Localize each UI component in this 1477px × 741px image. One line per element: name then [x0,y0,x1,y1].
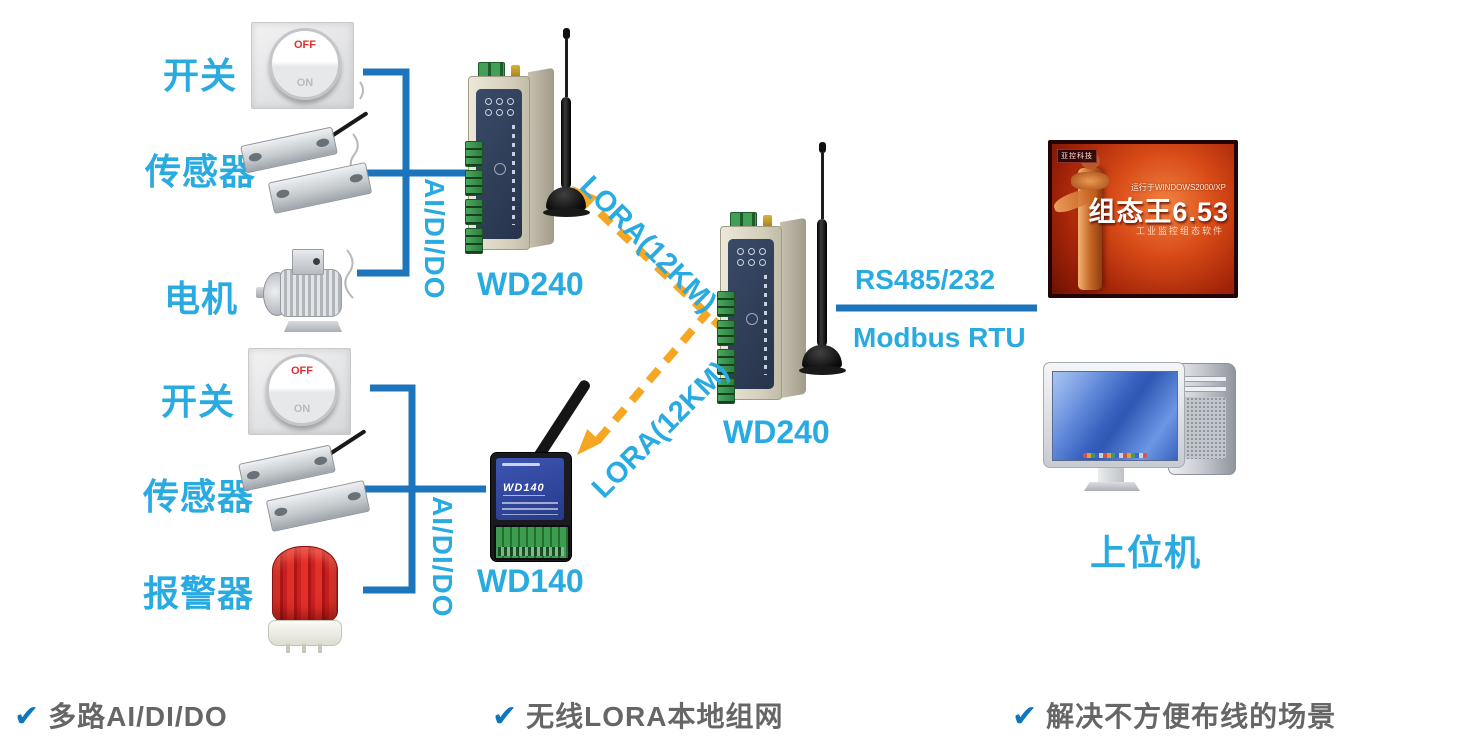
device-front-panel: WD140 [496,458,564,520]
feature-item-lora: ✔ 无线LORA本地组网 [492,700,784,733]
antenna-icon-top [542,28,590,217]
sensor-block [267,161,373,215]
label-switch-bottom: 开关 [161,381,236,422]
brand-logo-icon [494,163,506,175]
protocol-label: Modbus RTU [853,322,1026,353]
led-indicators [735,246,771,268]
motor-photo [256,246,352,332]
io-label-bottom: AI/DI/DO [427,496,458,618]
check-icon: ✔ [1012,700,1038,733]
led-indicators [483,96,519,118]
label-motor: 电机 [164,278,239,319]
switch-on-text: ON [293,403,311,415]
squiggle-motor [344,249,354,299]
feature-item-multichannel: ✔ 多路AI/DI/DO [14,700,228,733]
sma-connector [511,65,520,79]
sensor-block [265,479,371,533]
sensor-photo-top [240,111,373,216]
wd140-device: WD140 [490,378,592,564]
check-icon: ✔ [492,700,518,733]
host-computer-image [1040,358,1240,498]
dock-bar [1083,453,1147,458]
lora-arrow-bottom [577,309,712,455]
terminal-blocks [494,525,570,560]
io-bracket-top [357,68,473,277]
wd140-panel-model: WD140 [503,482,545,496]
feature-item-wiring: ✔ 解决不方便布线的场景 [1012,700,1337,733]
terminal-blocks [717,291,735,407]
sensor-photo-bottom [238,429,371,534]
io-label-top: AI/DI/DO [419,178,450,300]
sma-connector [763,215,772,229]
kingview-software-box: 亚控科技 运行于WINDOWS2000/XP 组态王6.53 工业监控组态软件 [1048,140,1238,298]
switch-on-text: ON [296,77,314,89]
wd240-top-label: WD240 [477,266,584,302]
sensor-block [240,126,338,174]
check-icon: ✔ [14,700,40,733]
squiggle-switch [359,81,364,100]
alarm-base [268,620,342,646]
antenna-icon-mid [798,142,846,375]
terminal-blocks [465,141,483,257]
switch-off-text: OFF [291,365,313,377]
device-front-panel [728,239,774,389]
brand-logo-icon [746,313,758,325]
alarm-dome [272,546,338,626]
vendor-logo: 亚控科技 [1057,149,1097,163]
label-switch-top: 开关 [163,55,238,96]
wd140-label: WD140 [477,563,584,599]
brand-logo-icon [502,463,540,466]
switch-photo-bottom: OFF ON [248,348,351,435]
device-front-panel [476,89,522,239]
alarm-photo [268,546,342,654]
device-body: WD140 [490,452,572,562]
software-subtitle: 工业监控组态软件 [1135,226,1224,236]
switch-knob: OFF ON [269,28,341,100]
host-label: 上位机 [1090,532,1202,573]
monitor-screen [1052,371,1178,461]
switch-photo-top: OFF ON [251,22,354,109]
wd240-device-mid [717,212,816,407]
io-bracket-bottom [363,384,486,594]
label-sensor-top: 传感器 [145,151,257,192]
label-alarm: 报警器 [143,573,255,614]
software-title: 组态王6.53 [1088,197,1229,227]
label-sensor-bottom: 传感器 [143,476,255,517]
switch-off-text: OFF [294,39,316,51]
serial-label: RS485/232 [855,264,996,295]
tower-mesh [1178,397,1226,459]
wd240-device-top [465,62,564,257]
sensor-block [238,444,336,492]
switch-knob: OFF ON [266,354,338,426]
wd240-mid-label: WD240 [723,414,830,450]
computer-monitor [1043,362,1185,468]
software-platform-text: 运行于WINDOWS2000/XP [1130,183,1226,192]
